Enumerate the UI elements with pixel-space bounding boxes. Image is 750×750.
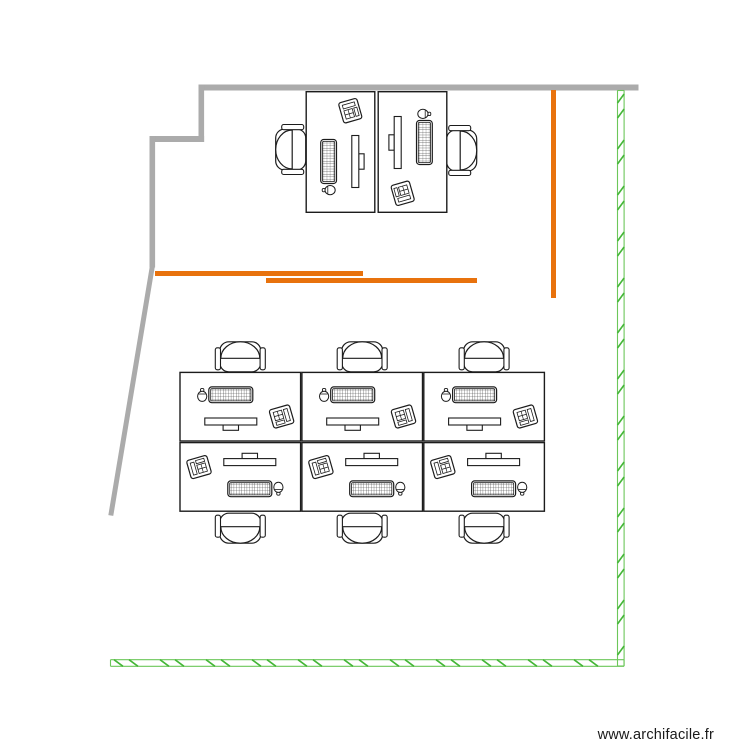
phone-icon: [390, 180, 415, 207]
chair[interactable]: [446, 124, 478, 177]
keyboard-icon: [470, 480, 517, 498]
chair-backrest: [220, 526, 261, 544]
monitor-icon: [351, 134, 365, 189]
monitor-icon: [204, 417, 258, 431]
chair[interactable]: [275, 123, 307, 176]
chair-backrest: [463, 341, 505, 359]
monitor-icon: [345, 452, 399, 467]
phone-icon: [268, 404, 295, 429]
desk[interactable]: [179, 371, 302, 442]
keyboard-icon: [320, 138, 338, 185]
chair[interactable]: [458, 512, 510, 544]
monitor-icon: [388, 115, 402, 170]
mouse-icon: [395, 481, 406, 496]
keyboard-icon: [349, 480, 395, 498]
chair[interactable]: [214, 341, 266, 373]
keyboard-icon: [415, 119, 433, 166]
mouse-icon: [517, 481, 528, 496]
desk[interactable]: [423, 371, 546, 442]
desk[interactable]: [301, 441, 424, 512]
desk[interactable]: [423, 441, 546, 512]
chair[interactable]: [336, 512, 388, 544]
mouse-icon: [197, 387, 208, 402]
wall-segment[interactable]: [108, 266, 155, 516]
phone-icon: [512, 404, 539, 429]
chair-backrest: [220, 341, 261, 359]
monitor-icon: [467, 452, 521, 467]
hatched-partition-wall[interactable]: [109, 659, 625, 667]
monitor-icon: [223, 452, 277, 467]
mouse-icon: [321, 185, 336, 196]
keyboard-icon: [208, 386, 254, 404]
phone-icon: [186, 455, 212, 480]
phone-icon: [308, 455, 334, 480]
keyboard-icon: [227, 480, 273, 498]
monitor-icon: [448, 417, 502, 431]
watermark-label: www.archifacile.fr: [597, 727, 714, 743]
chair-backrest: [275, 129, 293, 170]
mouse-icon: [417, 108, 432, 119]
monitor-icon: [326, 417, 380, 431]
chair-backrest: [463, 526, 505, 544]
phone-icon: [338, 97, 363, 124]
hatched-partition-wall[interactable]: [616, 89, 625, 667]
phone-icon: [390, 404, 417, 429]
desk[interactable]: [377, 90, 448, 213]
chair-backrest: [342, 341, 383, 359]
desk[interactable]: [179, 441, 302, 512]
desk[interactable]: [305, 91, 376, 214]
phone-icon: [430, 455, 456, 480]
chair-backrest: [459, 130, 478, 171]
mouse-icon: [319, 387, 330, 402]
chair[interactable]: [214, 512, 266, 544]
keyboard-icon: [452, 386, 498, 404]
desk[interactable]: [301, 371, 424, 442]
chair-backrest: [342, 526, 383, 544]
mouse-icon: [273, 481, 284, 496]
chair[interactable]: [458, 341, 510, 373]
keyboard-icon: [330, 386, 376, 404]
chair[interactable]: [336, 341, 388, 373]
mouse-icon: [440, 387, 452, 402]
